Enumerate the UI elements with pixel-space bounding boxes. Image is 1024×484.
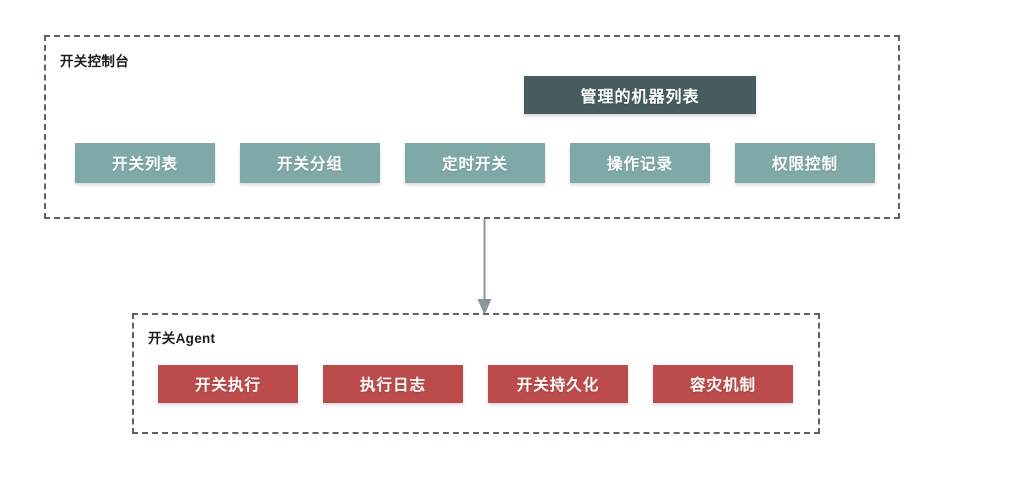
node-execution-log[interactable]: 执行日志	[323, 365, 463, 403]
group-switch-console: 开关控制台	[44, 35, 900, 219]
node-disaster-recovery[interactable]: 容灾机制	[653, 365, 793, 403]
node-managed-machine-list[interactable]: 管理的机器列表	[524, 76, 756, 114]
node-operation-record[interactable]: 操作记录	[570, 143, 710, 183]
console-to-agent-arrow-icon	[477, 219, 492, 315]
group-label-console: 开关控制台	[60, 54, 129, 69]
node-switch-list[interactable]: 开关列表	[75, 143, 215, 183]
node-switch-execution[interactable]: 开关执行	[158, 365, 298, 403]
node-scheduled-switch[interactable]: 定时开关	[405, 143, 545, 183]
node-permission-control[interactable]: 权限控制	[735, 143, 875, 183]
group-switch-agent: 开关Agent	[132, 313, 820, 434]
group-label-agent: 开关Agent	[148, 331, 216, 346]
node-switch-persistence[interactable]: 开关持久化	[488, 365, 628, 403]
node-switch-group[interactable]: 开关分组	[240, 143, 380, 183]
